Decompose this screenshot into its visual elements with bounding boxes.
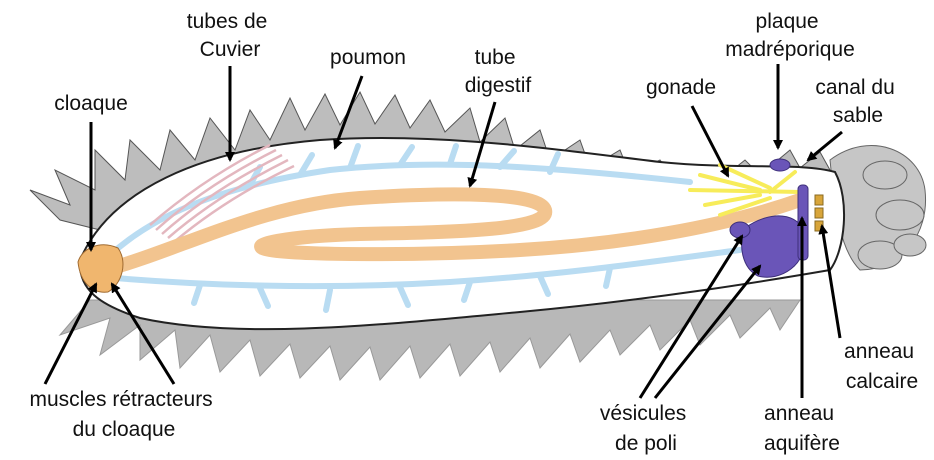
label-anneau-aquifere-line-2: aquifère	[764, 432, 840, 455]
label-muscles-retracteurs-line-2: du cloaque	[73, 418, 176, 441]
label-plaque-madreporique: plaque madréporique	[725, 10, 855, 61]
leader-muscles-retracteurs-left	[45, 284, 96, 384]
label-vesicules-de-poli-line-1: vésicules	[600, 402, 686, 425]
label-anneau-aquifere-line-1: anneau	[764, 402, 834, 425]
calcareous-ring	[815, 195, 823, 231]
label-canal-du-sable-line-2: sable	[833, 104, 883, 127]
label-gonade: gonade	[646, 76, 716, 99]
label-tubes-cuvier-line-1: tubes de	[187, 10, 268, 33]
label-vesicules-de-poli: vésicules de poli	[600, 402, 692, 455]
label-anneau-calcaire: anneau calcaire	[844, 340, 920, 393]
label-anneau-calcaire-line-1: anneau	[844, 340, 914, 363]
label-vesicules-de-poli-line-2: de poli	[615, 432, 677, 455]
label-muscles-retracteurs-line-1: muscles rétracteurs	[29, 388, 212, 411]
label-canal-du-sable: canal du sable	[815, 76, 900, 127]
label-poumon: poumon	[330, 46, 406, 69]
label-poumon-line-1: poumon	[330, 46, 406, 69]
label-plaque-madreporique-line-2: madréporique	[725, 38, 855, 61]
label-anneau-calcaire-line-2: calcaire	[846, 370, 918, 393]
label-cloaque-line-1: cloaque	[54, 92, 128, 115]
label-gonade-line-1: gonade	[646, 76, 716, 99]
label-tubes-cuvier-line-2: Cuvier	[200, 38, 261, 61]
label-muscles-retracteurs: muscles rétracteurs du cloaque	[29, 388, 218, 441]
label-anneau-aquifere: anneau aquifère	[764, 402, 840, 455]
sea-cucumber-illustration	[30, 92, 926, 380]
label-plaque-madreporique-line-1: plaque	[756, 10, 819, 33]
label-tube-digestif-line-2: digestif	[465, 74, 532, 97]
label-cloaque: cloaque	[54, 92, 128, 115]
label-canal-du-sable-line-1: canal du	[815, 76, 894, 99]
label-tube-digestif: tube digestif	[465, 46, 532, 97]
label-tubes-cuvier: tubes de Cuvier	[187, 10, 273, 61]
label-tube-digestif-line-1: tube	[475, 46, 516, 69]
